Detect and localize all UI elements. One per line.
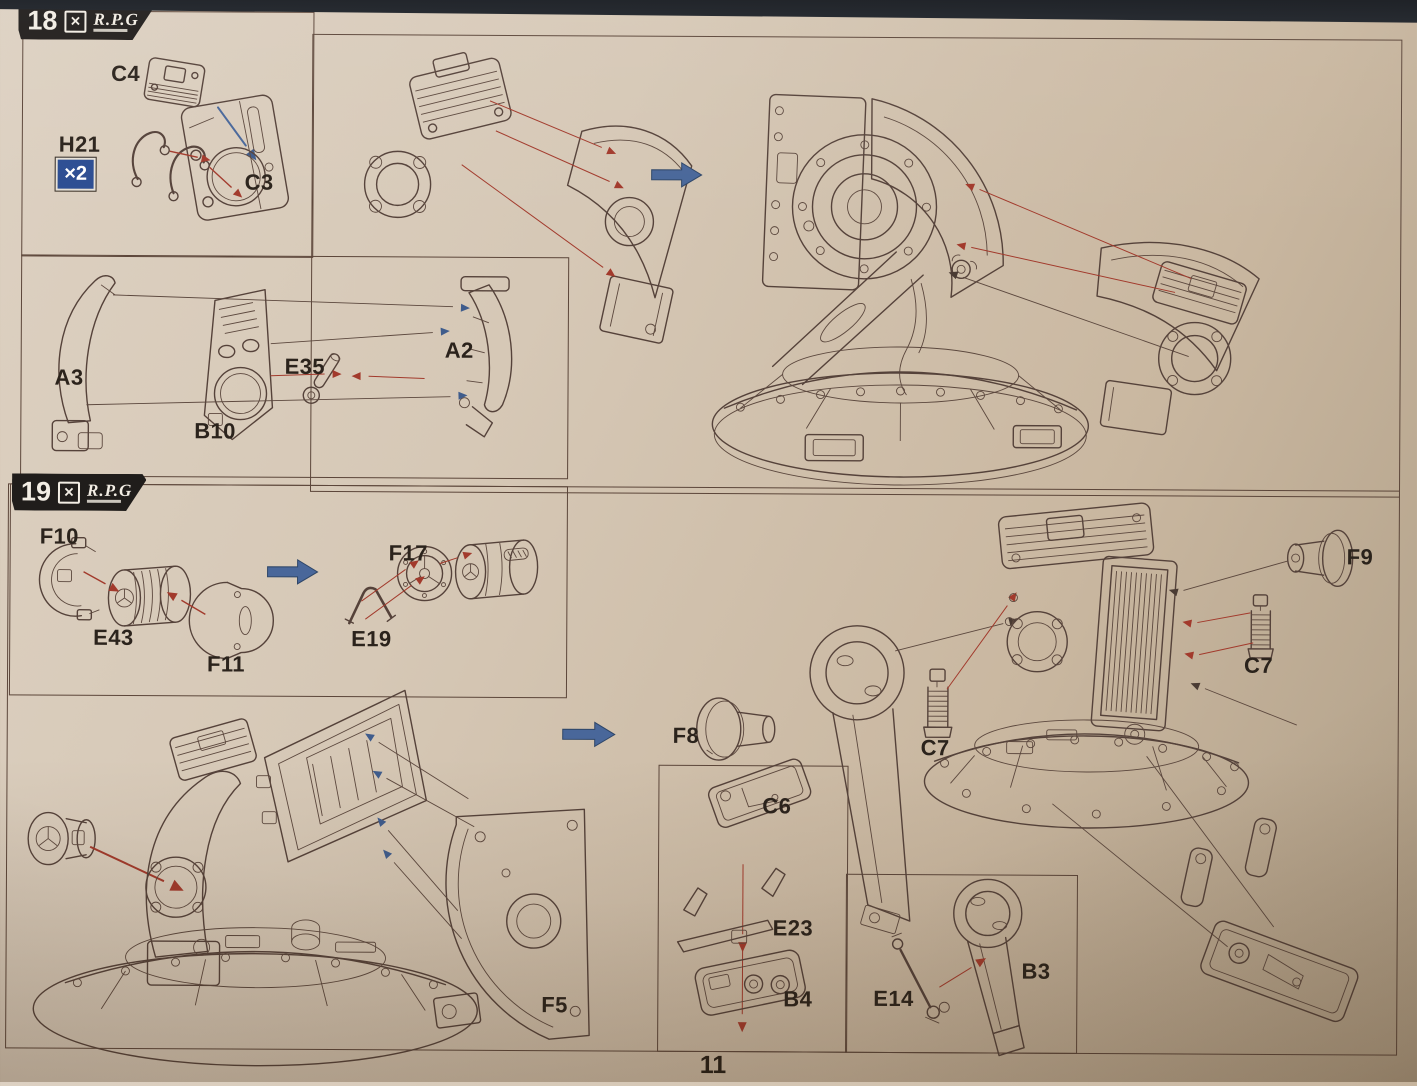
c7-spring-right (1248, 595, 1273, 658)
part-label-e35: E35 (285, 354, 325, 380)
part-label-b4: B4 (783, 986, 812, 1012)
turret-assembly (712, 94, 1090, 486)
armor-frame (256, 690, 427, 863)
c4-part (143, 57, 205, 107)
brand-logo: R.P.G (93, 11, 138, 33)
left-turret-assembly (27, 688, 479, 1066)
brand-logo-strip (87, 500, 121, 504)
part-label-f9: F9 (1347, 544, 1374, 570)
step19-main-drawing (5, 488, 1398, 1053)
brand-logo-text: R.P.G (93, 11, 138, 28)
part-label-f11: F11 (207, 651, 245, 677)
part-label-b3: B3 (1021, 959, 1050, 985)
part-label-f17: F17 (389, 540, 428, 566)
b10-part (204, 289, 273, 439)
part-label-a2: A2 (445, 338, 474, 364)
quantity-badge: ×2 (56, 158, 96, 191)
c7-spring-left (924, 669, 952, 737)
part-label-c7-right: C7 (1244, 653, 1273, 679)
part-label-c3: C3 (245, 170, 274, 196)
part-label-a3: A3 (55, 365, 84, 391)
blue-pointer-arrow (218, 107, 261, 163)
logo-x-icon: ✕ (64, 10, 86, 32)
step-number: 19 (21, 478, 51, 505)
step-19-badge: 19 ✕ R.P.G (12, 473, 147, 511)
part-label-b10: B10 (194, 418, 236, 444)
right-turret-assembly (923, 501, 1363, 1024)
page-number: 11 (683, 1051, 743, 1080)
step18-main-panel-drawing (310, 34, 1400, 496)
step-number: 18 (27, 7, 57, 34)
part-label-c6: C6 (762, 793, 791, 819)
blue-arrow-icon (563, 722, 615, 746)
subassembly-exploded (364, 44, 693, 344)
e23-part (678, 868, 785, 953)
b3-part (953, 879, 1025, 1055)
h21-clamp-parts (132, 132, 209, 201)
brand-logo-text: R.P.G (87, 482, 132, 499)
part-label-e14: E14 (873, 986, 913, 1012)
part-label-f5: F5 (541, 992, 568, 1018)
c6-part (706, 757, 812, 830)
part-label-e19: E19 (351, 626, 391, 652)
part-label-c4: C4 (111, 61, 140, 87)
f8-part (697, 698, 775, 760)
part-label-h21: H21 (59, 132, 101, 158)
brand-logo: R.P.G (87, 482, 132, 504)
a3-part (52, 275, 115, 450)
cylinder-plug (28, 812, 95, 864)
armor-subassembly-right (946, 180, 1259, 435)
brand-logo-strip (93, 29, 127, 33)
logo-x-icon: ✕ (58, 481, 80, 503)
part-label-c7-left: C7 (921, 735, 950, 761)
part-label-f8: F8 (673, 723, 700, 749)
blue-arrow-icon (652, 163, 702, 187)
lifting-hook-arm (809, 614, 1019, 934)
part-label-e43: E43 (93, 625, 133, 651)
part-label-f10: F10 (40, 524, 79, 550)
part-label-e23: E23 (773, 915, 813, 941)
f9-part (1288, 530, 1353, 586)
